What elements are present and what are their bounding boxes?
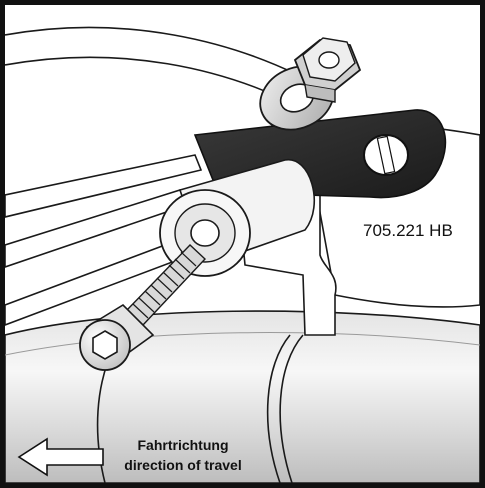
direction-of-travel-label: Fahrtrichtung direction of travel <box>113 435 253 475</box>
arrow-left-icon <box>17 437 104 477</box>
bolt-shank <box>126 244 206 326</box>
mounting-illustration <box>5 26 480 483</box>
direction-label-english: direction of travel <box>124 457 242 473</box>
part-number-label: 705.221 HB <box>363 221 453 240</box>
lock-nut <box>293 37 362 103</box>
direction-label-german: Fahrtrichtung <box>137 437 229 453</box>
socket-head-bolt <box>79 303 155 371</box>
